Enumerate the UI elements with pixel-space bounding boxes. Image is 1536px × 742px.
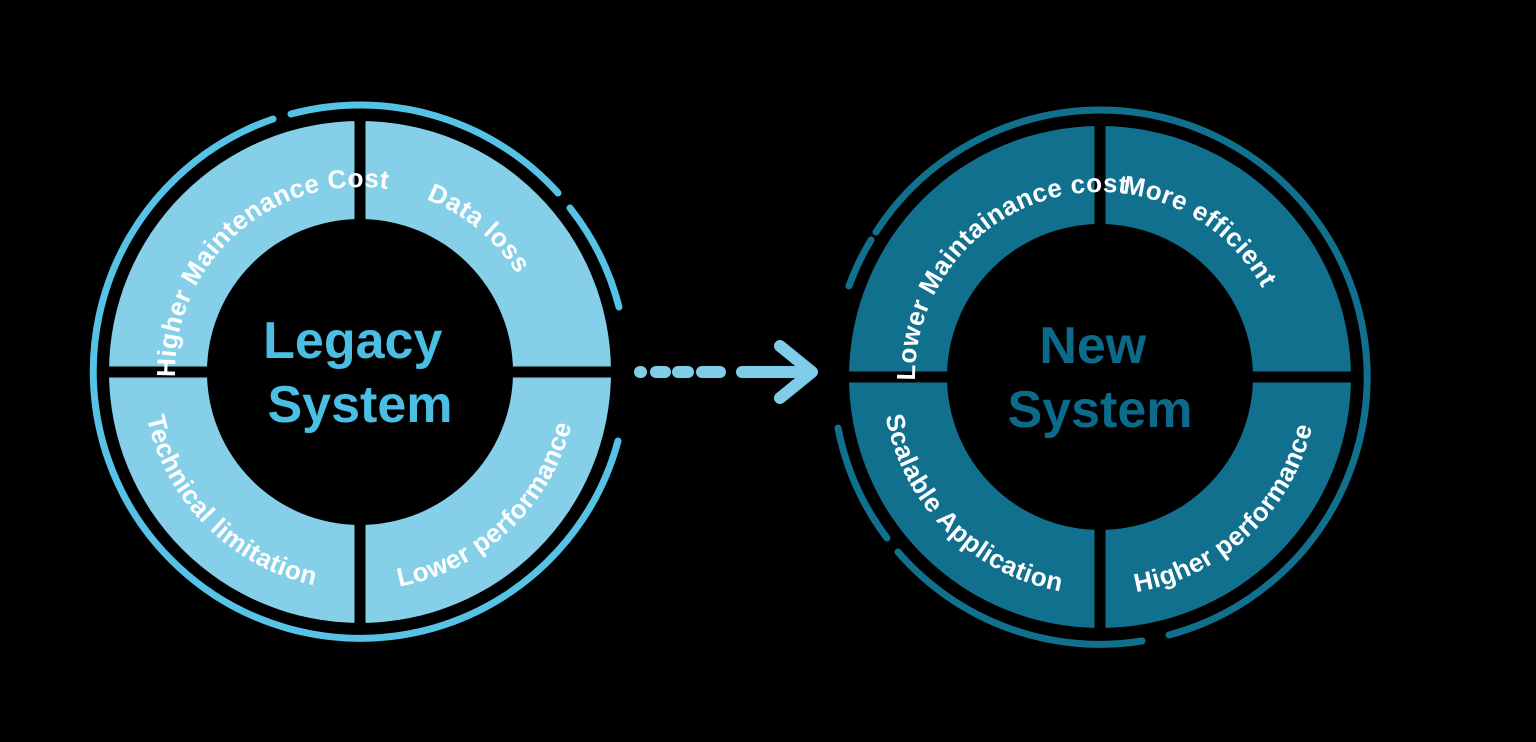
new-system-diagram: Lower Maintainance cost More efficient S… (834, 106, 1371, 648)
legacy-outer-arc (89, 101, 623, 642)
new-ring (849, 126, 1351, 628)
legacy-system-diagram: Higher Maintenance Cost Data loss Techni… (89, 101, 623, 642)
new-title-line1: New (1039, 317, 1146, 375)
legacy-ring-dividers (109, 121, 611, 623)
new-system-title: New System (1008, 317, 1193, 439)
new-title-line2: System (1008, 381, 1193, 439)
new-outer-arc (834, 106, 1371, 648)
transition-arrow (634, 340, 818, 404)
arrow-head-icon (774, 340, 818, 404)
legacy-ring (109, 121, 611, 623)
legacy-system-title: Legacy System (263, 312, 457, 434)
legacy-title-line2: System (268, 376, 453, 434)
legacy-title-line1: Legacy (263, 312, 442, 370)
new-ring-dividers (849, 126, 1351, 628)
